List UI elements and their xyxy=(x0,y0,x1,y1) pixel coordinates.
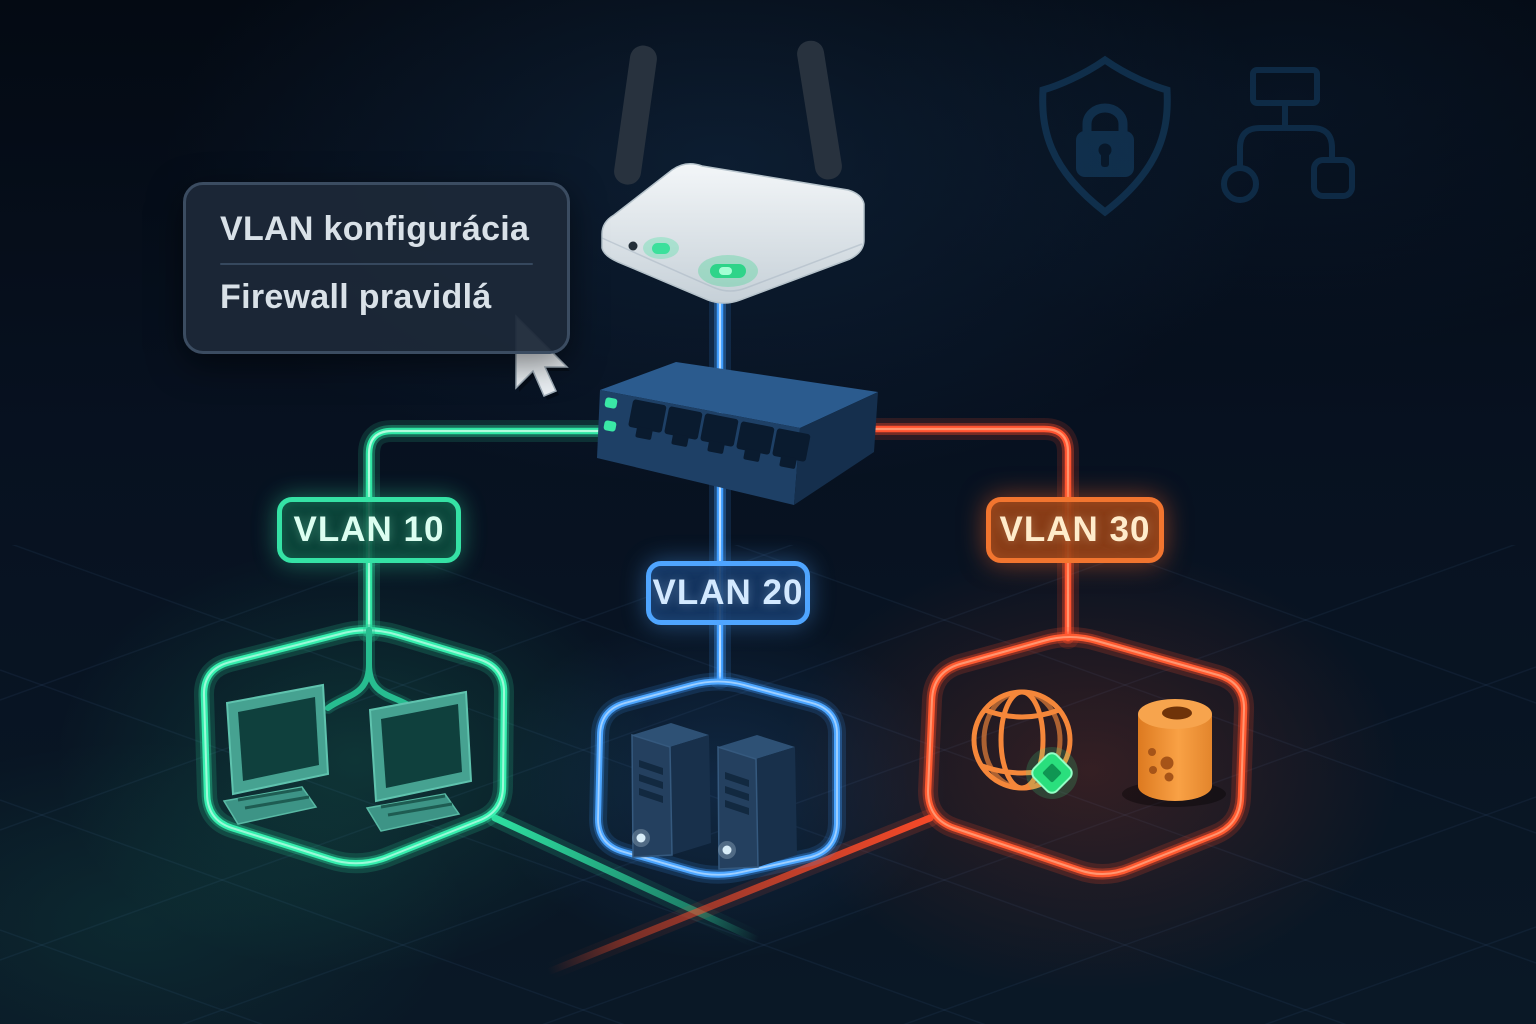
workstation-icon xyxy=(222,683,330,825)
switch-led xyxy=(603,420,617,432)
router-antenna-right xyxy=(797,40,842,180)
network-switch-device xyxy=(597,362,878,505)
vlan20-badge-label: VLAN 20 xyxy=(652,573,804,612)
vlan30-cable xyxy=(857,418,1079,649)
tooltip-divider xyxy=(220,263,533,265)
vlan30-zone-outline xyxy=(917,627,1254,884)
vlan10-zone-outline xyxy=(194,620,514,874)
vlan20-zone-outline xyxy=(588,672,846,884)
config-tooltip: VLAN konfigurácia Firewall pravidlá xyxy=(183,182,570,354)
iot-speaker-icon xyxy=(1122,699,1226,807)
server-tower-icon xyxy=(631,723,711,858)
switch-led xyxy=(604,397,618,409)
vlan30-floor-cable xyxy=(539,809,939,981)
menu-item-firewall-rules[interactable]: Firewall pravidlá xyxy=(220,278,492,316)
router-device xyxy=(601,40,865,304)
vlan20-badge: VLAN 20 xyxy=(646,561,810,625)
router-antenna-left xyxy=(614,45,657,185)
vlan30-badge: VLAN 30 xyxy=(986,497,1164,563)
network-topology-icon xyxy=(1221,67,1355,203)
ethernet-ports xyxy=(628,399,811,469)
router-led-small xyxy=(652,243,670,254)
vlan10-badge: VLAN 10 xyxy=(277,497,461,563)
vlan10-badge-label: VLAN 10 xyxy=(293,510,445,549)
vlan30-badge-label: VLAN 30 xyxy=(999,510,1151,549)
vlan10-floor-cable xyxy=(486,809,767,949)
workstation-icon xyxy=(365,690,473,832)
secure-badge-icon xyxy=(1026,747,1078,799)
server-tower-icon xyxy=(717,735,797,870)
shield-lock-icon xyxy=(1039,55,1171,217)
menu-item-vlan-config[interactable]: VLAN konfigurácia xyxy=(220,210,530,248)
router-button xyxy=(628,241,638,251)
vlan10-cable xyxy=(358,420,617,643)
